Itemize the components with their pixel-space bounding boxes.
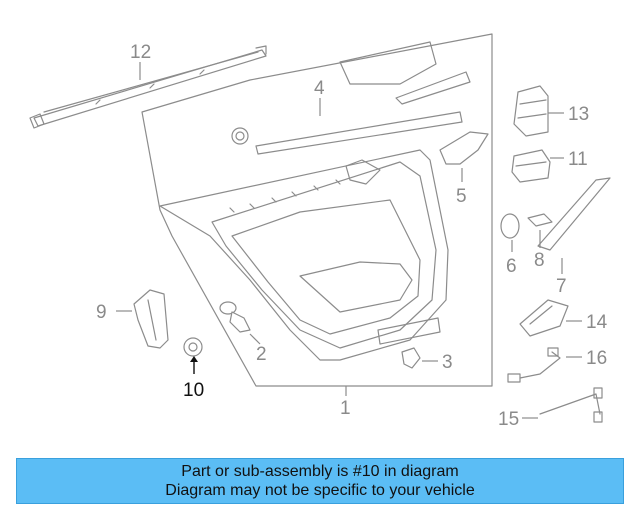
banner-line-1: Part or sub-assembly is #10 in diagram [181, 463, 459, 480]
part-13-switch [513, 85, 549, 137]
callout-2: 2 [256, 344, 267, 365]
callout-7: 7 [556, 276, 567, 297]
part-12-window-strip [29, 45, 267, 129]
part-11-switch [511, 149, 551, 183]
parts-diagram: 12 1 4 5 13 11 7 [29, 33, 611, 430]
leader-2 [249, 333, 261, 345]
part-1-door-trim-panel [141, 33, 493, 387]
callout-9: 9 [96, 302, 107, 323]
part-10-grommet [183, 337, 203, 357]
info-banner: Part or sub-assembly is #10 in diagram D… [16, 458, 624, 504]
callout-10: 10 [183, 380, 204, 401]
callout-5: 5 [456, 186, 467, 207]
callout-15: 15 [498, 409, 519, 430]
callout-12: 12 [130, 42, 151, 63]
part-14-handle [519, 299, 569, 337]
part-7-trim-strip [537, 177, 611, 251]
arrowhead-icon [190, 356, 198, 362]
callout-1: 1 [340, 398, 351, 419]
part-3-clip [401, 347, 421, 369]
part-16-wiring [507, 347, 561, 383]
part-6-plug [500, 213, 520, 239]
callout-3: 3 [442, 352, 453, 373]
part-5-cover [439, 131, 489, 165]
banner-line-2: Diagram may not be specific to your vehi… [165, 482, 475, 499]
part-8-clip [527, 213, 553, 227]
callout-4: 4 [314, 78, 325, 99]
callout-13: 13 [568, 104, 589, 125]
callout-6: 6 [506, 256, 517, 277]
callout-11: 11 [568, 149, 588, 170]
part-15-wiring [539, 387, 603, 423]
part-9-bracket [133, 289, 169, 349]
callout-16: 16 [586, 348, 607, 369]
callout-8: 8 [534, 250, 545, 271]
part-2-fastener [219, 301, 251, 333]
callout-14: 14 [586, 312, 608, 333]
